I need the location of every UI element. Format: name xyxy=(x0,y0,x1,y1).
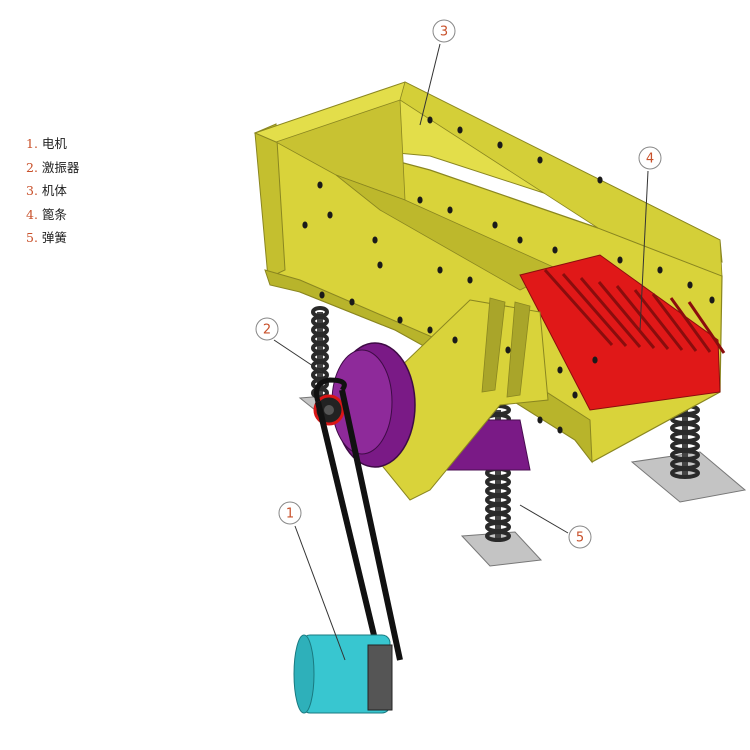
bolt-hole xyxy=(709,296,715,304)
bolt-hole xyxy=(372,236,378,244)
bolt-hole xyxy=(447,206,453,214)
spring-rod xyxy=(317,312,323,400)
callout-number: 1 xyxy=(286,507,294,522)
callouts: 3 4 2 1 5 xyxy=(255,19,662,661)
bolt-hole xyxy=(517,236,523,244)
callout-leader xyxy=(294,525,346,661)
bolt-hole xyxy=(505,346,511,354)
grate-bar-lines xyxy=(543,269,726,354)
callout-leader xyxy=(419,43,441,126)
grate-bar xyxy=(687,301,726,354)
callout-number: 4 xyxy=(646,152,654,167)
bolt-hole xyxy=(437,266,443,274)
grate-bar xyxy=(633,289,684,351)
callout-leader xyxy=(639,170,649,331)
bolt-hole xyxy=(327,211,333,219)
spring-coil xyxy=(311,387,329,399)
callout-number: 2 xyxy=(263,323,271,338)
bolt-hole xyxy=(552,246,558,254)
exciter-bracket-rib xyxy=(506,301,531,398)
callout-number: 5 xyxy=(576,531,584,546)
spring-coil xyxy=(670,467,700,479)
bolt-hole xyxy=(617,256,623,264)
legend-item-body: 3. 机体 xyxy=(26,183,67,198)
bolt-hole xyxy=(557,366,563,374)
bolt-hole xyxy=(492,221,498,229)
callout-circle xyxy=(432,19,456,43)
grate-bar xyxy=(579,277,642,348)
bolt-hole xyxy=(537,156,543,164)
drive-belt-loop xyxy=(314,377,347,403)
exciter-pulley-hub xyxy=(324,405,334,415)
bolt-hole xyxy=(317,181,323,189)
bolt-hole xyxy=(377,261,383,269)
bolt-hole xyxy=(687,281,693,289)
exciter-bracket-rib xyxy=(481,297,506,393)
grate-bar xyxy=(561,273,628,347)
feeder-far-wall xyxy=(399,81,723,277)
motor-pulley xyxy=(367,644,393,711)
callout-circle xyxy=(638,146,662,170)
bolt-hole xyxy=(592,356,598,364)
grate-bar xyxy=(615,285,670,350)
callout-leader xyxy=(519,504,569,534)
bolt-hole xyxy=(467,276,473,284)
callout-circle xyxy=(278,501,302,525)
legend-item-motor: 1. 电机 xyxy=(26,136,67,151)
grate-bar xyxy=(651,293,698,352)
grate-bar xyxy=(669,297,712,353)
bolt-hole xyxy=(452,336,458,344)
callout-number: 3 xyxy=(440,25,448,40)
callout-circle xyxy=(568,525,592,549)
bolt-hole xyxy=(537,416,543,424)
grate-bars xyxy=(519,254,726,411)
legend-item-exciter: 2. 激振器 xyxy=(26,159,80,175)
callout-leader xyxy=(273,339,323,373)
bolt-hole xyxy=(597,176,603,184)
bolt-hole xyxy=(497,141,503,149)
bolt-hole xyxy=(427,116,433,124)
motor xyxy=(293,634,393,714)
drive-belt-right xyxy=(339,389,403,661)
bolt-hole xyxy=(427,326,433,334)
drive-belts xyxy=(314,377,403,661)
bolt-hole xyxy=(349,298,355,306)
legend-item-grate-bars: 4. 篦条 xyxy=(26,206,67,222)
legend-item-spring: 5. 弹簧 xyxy=(26,230,67,245)
feeder-body-end-wall xyxy=(254,123,286,279)
bolt-hole xyxy=(319,291,325,299)
bolt-hole xyxy=(657,266,663,274)
spring-coil xyxy=(485,530,511,542)
motor-end-cap xyxy=(293,634,315,714)
base-plate-front xyxy=(460,531,543,567)
bolt-hole xyxy=(302,221,308,229)
bolt-hole xyxy=(417,196,423,204)
bolt-hole xyxy=(557,426,563,434)
drive-belt-left xyxy=(315,401,381,653)
legend: 1. 电机 2. 激振器 3. 机体 4. 篦条 5. 弹簧 xyxy=(26,132,146,250)
spring-rear-left xyxy=(311,306,329,400)
grate-bar xyxy=(543,269,614,346)
callout-circle xyxy=(255,317,279,341)
bolt-hole xyxy=(397,316,403,324)
exciter xyxy=(313,342,416,468)
grate-bar xyxy=(597,281,656,349)
bolt-hole xyxy=(572,391,578,399)
bolt-hole xyxy=(457,126,463,134)
grate-bars-bed xyxy=(519,254,721,411)
